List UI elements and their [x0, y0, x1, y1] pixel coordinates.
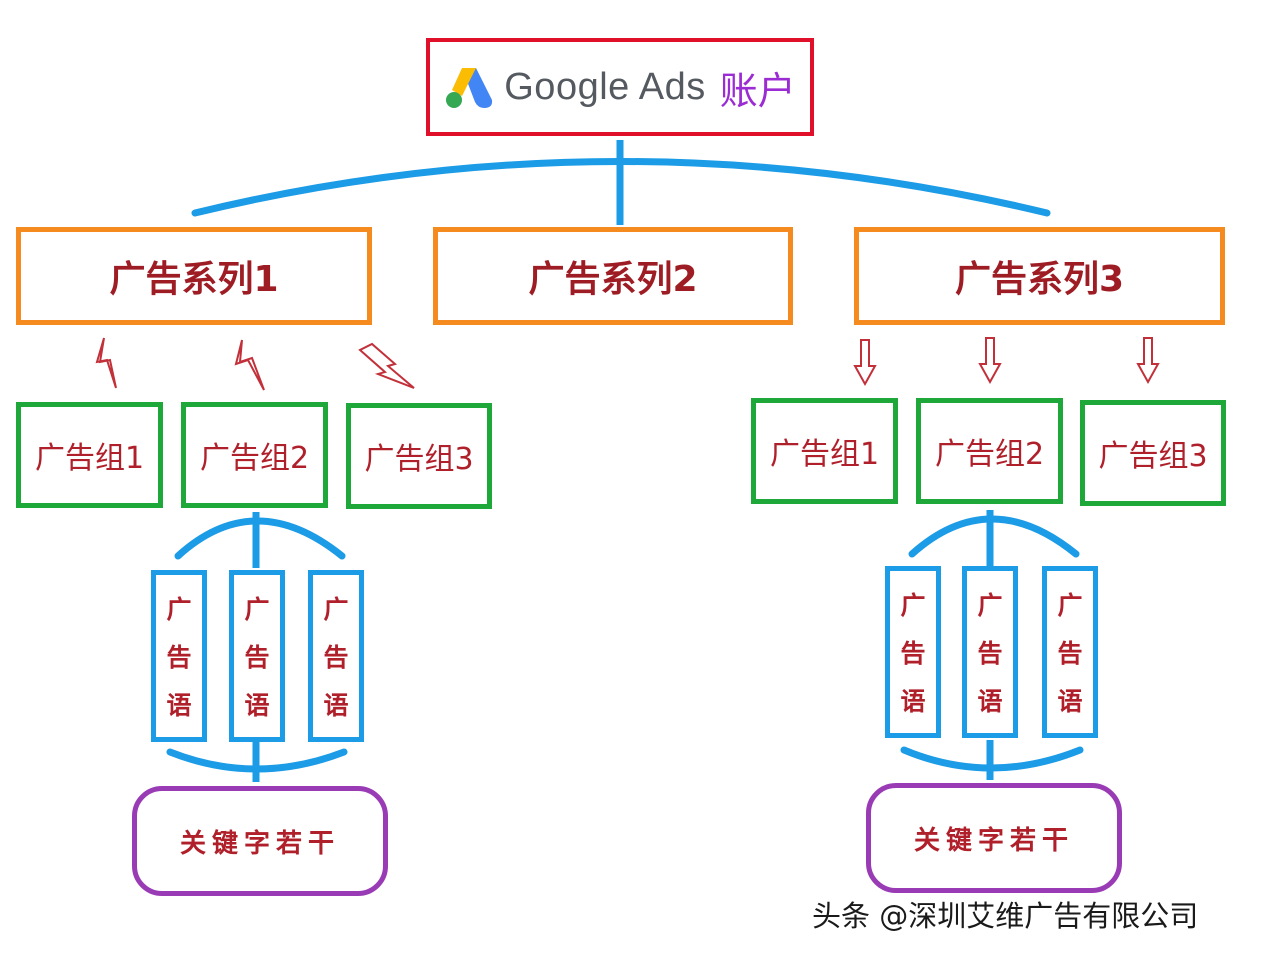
ad-copy-char: 广: [977, 591, 1003, 620]
left-adcopy-arc: [174, 517, 346, 560]
ad-copy-char: 语: [900, 687, 926, 716]
ad-copy-char: 告: [323, 643, 349, 672]
right-ad-group-1: 广告组1: [751, 398, 898, 504]
lightning-icon: [95, 337, 117, 389]
right-ad-group-2: 广告组2: [916, 398, 1063, 504]
ad-copy-char: 告: [1057, 639, 1083, 668]
ad-copy-char: 广: [166, 595, 192, 624]
ad-copy-char: 语: [323, 691, 349, 720]
ad-copy-char: 广: [1057, 591, 1083, 620]
account-suffix: 账户: [719, 68, 796, 113]
ad-copy-char: 告: [244, 643, 270, 672]
ad-copy-char: 广: [244, 595, 270, 624]
left-ad-group-1: 广告组1: [16, 402, 163, 508]
right-adcopy-arc: [908, 515, 1080, 558]
left-ad-copy-1: 广 告 语: [151, 570, 207, 742]
campaign-box-3: 广告系列3: [854, 227, 1225, 325]
lightning-icon: [358, 342, 415, 389]
right-ad-copy-2: 广 告 语: [962, 566, 1018, 738]
ad-copy-char: 广: [900, 591, 926, 620]
lightning-icon: [234, 339, 265, 391]
ad-copy-char: 语: [166, 691, 192, 720]
left-ad-copy-3: 广 告 语: [308, 570, 364, 742]
google-ads-logo-icon: [446, 68, 493, 108]
ad-copy-char: 告: [166, 643, 192, 672]
account-box: Google Ads 账户: [426, 38, 814, 136]
account-brand: Google Ads: [504, 65, 706, 108]
left-ad-group-2: 广告组2: [181, 402, 328, 508]
ad-copy-char: 告: [977, 639, 1003, 668]
right-ad-copy-3: 广 告 语: [1042, 566, 1098, 738]
ad-copy-char: 语: [1057, 687, 1083, 716]
ad-copy-char: 语: [244, 691, 270, 720]
ad-copy-char: 语: [977, 687, 1003, 716]
ad-copy-char: 告: [900, 639, 926, 668]
watermark: 头条 @深圳艾维广告有限公司: [812, 899, 1199, 933]
ad-copy-char: 广: [323, 595, 349, 624]
right-ad-group-3: 广告组3: [1080, 400, 1226, 506]
right-keywords-box: 关键字若干: [866, 783, 1122, 893]
right-ad-copy-1: 广 告 语: [885, 566, 941, 738]
left-ad-group-3: 广告组3: [346, 403, 492, 509]
left-keywords-box: 关键字若干: [132, 786, 388, 896]
campaign-box-1: 广告系列1: [16, 227, 372, 325]
down-arrow-icon: [853, 337, 1160, 387]
left-ad-copy-2: 广 告 语: [229, 570, 285, 742]
campaign-box-2: 广告系列2: [433, 227, 793, 325]
